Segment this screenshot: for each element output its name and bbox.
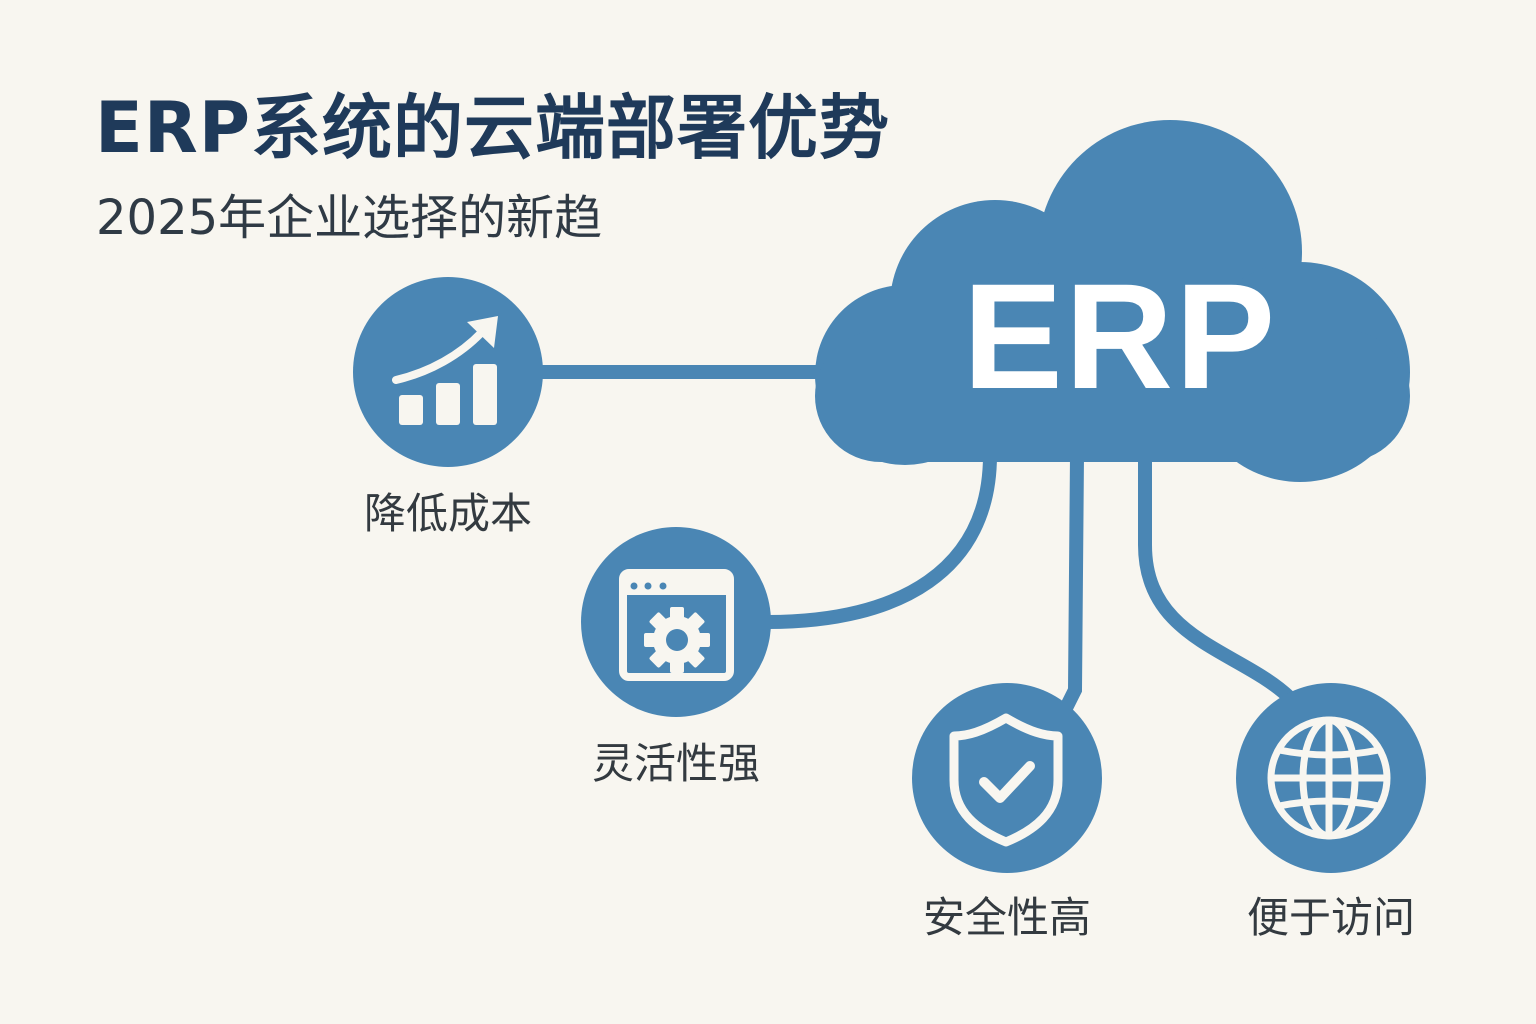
benefit-security bbox=[912, 683, 1102, 873]
benefit-label-cost: 降低成本 bbox=[363, 489, 532, 538]
growth-chart-icon bbox=[392, 316, 498, 425]
page-title: ERP系统的云端部署优势 bbox=[95, 87, 891, 169]
connectors bbox=[533, 365, 1297, 715]
connector-access bbox=[1138, 448, 1297, 705]
gear-icon bbox=[644, 607, 710, 673]
connector-security bbox=[1059, 448, 1084, 715]
benefit-label-access: 便于访问 bbox=[1246, 893, 1415, 942]
benefit-access bbox=[1236, 683, 1426, 873]
benefit-label-security: 安全性高 bbox=[922, 893, 1091, 942]
cloud-icon bbox=[815, 120, 1410, 482]
benefit-flexibility bbox=[581, 527, 771, 717]
globe-icon bbox=[1267, 716, 1391, 840]
settings-window-icon bbox=[619, 569, 734, 681]
page-subtitle: 2025年企业选择的新趋 bbox=[96, 190, 603, 246]
benefit-label-flexibility: 灵活性强 bbox=[591, 739, 760, 788]
cloud-label: ERP bbox=[962, 252, 1278, 420]
connector-flexibility bbox=[761, 448, 997, 629]
shield-check-icon bbox=[949, 713, 1063, 847]
benefit-cost bbox=[353, 277, 543, 467]
